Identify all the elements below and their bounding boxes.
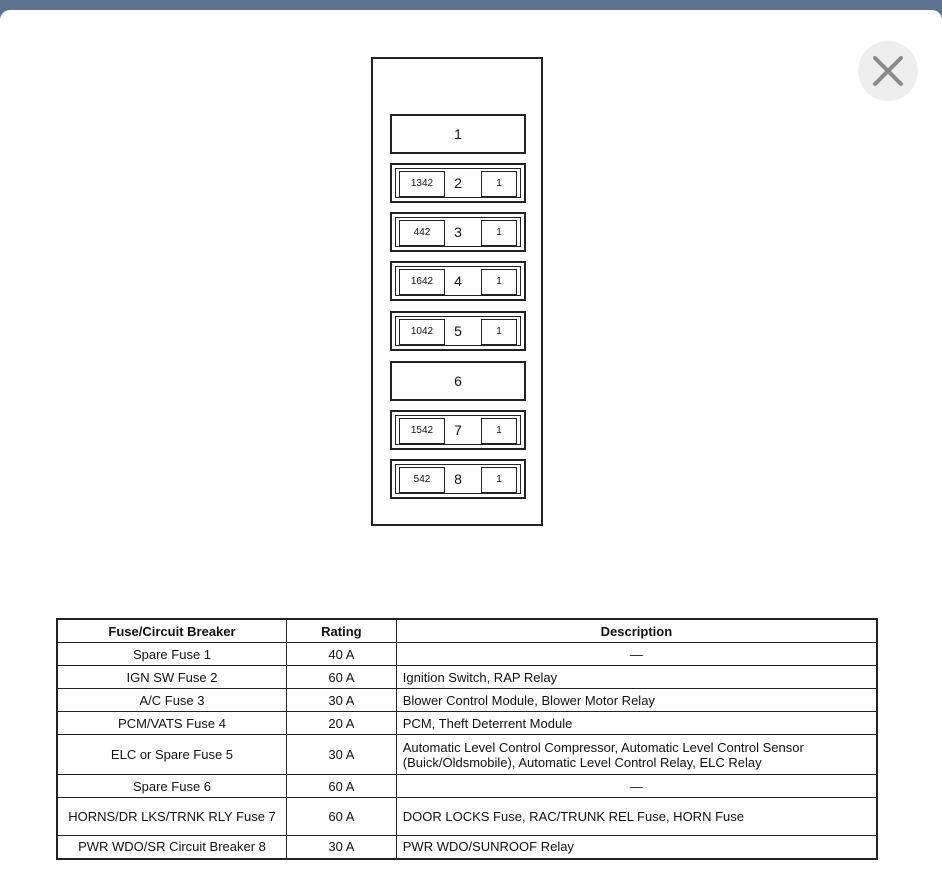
table-header-row: Fuse/Circuit Breaker Rating Description [56, 618, 878, 643]
rating-cell: 30 A [285, 734, 397, 775]
description-cell: Blower Control Module, Blower Motor Rela… [395, 688, 878, 712]
slot-inner-frame [395, 266, 521, 296]
description-cell: PWR WDO/SUNROOF Relay [395, 835, 878, 859]
slot-inner-frame [395, 168, 521, 198]
fuse-name-cell: HORNS/DR LKS/TRNK RLY Fuse 7 [56, 797, 287, 836]
fuse-box-diagram: 1 1342 2 1 442 3 1 1642 4 1 1042 5 1 6 [371, 57, 543, 526]
fuse-slot-8: 542 8 1 [390, 459, 526, 499]
fuse-slot-5: 1042 5 1 [390, 311, 526, 351]
slot-inner-frame [395, 464, 521, 494]
fuse-count-label: 1 [481, 220, 517, 246]
slot-number: 2 [454, 175, 462, 191]
slot-number: 6 [454, 373, 462, 389]
rating-cell: 60 A [285, 665, 397, 689]
rating-cell: 40 A [285, 642, 397, 666]
image-viewer-modal: 1 1342 2 1 442 3 1 1642 4 1 1042 5 1 6 [0, 10, 942, 884]
fuse-slot-7: 1542 7 1 [390, 410, 526, 450]
slot-inner-frame [395, 415, 521, 445]
column-header: Description [395, 618, 878, 643]
slot-number: 1 [454, 126, 462, 142]
slot-number: 7 [454, 422, 462, 438]
table-row: Spare Fuse 6 60 A — [56, 774, 878, 798]
fuse-slot-4: 1642 4 1 [390, 261, 526, 301]
fuse-slot-3: 442 3 1 [390, 212, 526, 252]
slot-number: 4 [454, 273, 462, 289]
fuse-part-label: 542 [399, 467, 445, 493]
fuse-slot-1: 1 [390, 114, 526, 154]
rating-cell: 30 A [285, 688, 397, 712]
fuse-count-label: 1 [481, 269, 517, 295]
slot-number: 8 [454, 471, 462, 487]
description-cell: — [395, 774, 878, 798]
description-cell: Ignition Switch, RAP Relay [395, 665, 878, 689]
fuse-name-cell: A/C Fuse 3 [56, 688, 287, 712]
rating-cell: 20 A [285, 711, 397, 735]
fuse-count-label: 1 [481, 319, 517, 345]
slot-number: 5 [454, 323, 462, 339]
column-header: Rating [285, 618, 397, 643]
description-cell: — [395, 642, 878, 666]
table-row: PWR WDO/SR Circuit Breaker 8 30 A PWR WD… [56, 835, 878, 859]
description-cell: DOOR LOCKS Fuse, RAC/TRUNK REL Fuse, HOR… [395, 797, 878, 836]
fuse-part-label: 1042 [399, 319, 445, 345]
fuse-part-label: 442 [399, 220, 445, 246]
table-row: Spare Fuse 1 40 A — [56, 642, 878, 666]
fuse-slot-2: 1342 2 1 [390, 163, 526, 203]
fuse-name-cell: PCM/VATS Fuse 4 [56, 711, 287, 735]
fuse-table: Fuse/Circuit Breaker Rating Description … [56, 618, 878, 860]
fuse-part-label: 1342 [399, 171, 445, 197]
column-header: Fuse/Circuit Breaker [56, 618, 287, 643]
fuse-name-cell: Spare Fuse 6 [56, 774, 287, 798]
fuse-slot-6: 6 [390, 361, 526, 401]
table-row: IGN SW Fuse 2 60 A Ignition Switch, RAP … [56, 665, 878, 689]
rating-cell: 30 A [285, 835, 397, 859]
description-cell: PCM, Theft Deterrent Module [395, 711, 878, 735]
table-row: A/C Fuse 3 30 A Blower Control Module, B… [56, 688, 878, 712]
fuse-part-label: 1542 [399, 418, 445, 444]
fuse-count-label: 1 [481, 467, 517, 493]
table-row: ELC or Spare Fuse 5 30 A Automatic Level… [56, 734, 878, 775]
close-icon [873, 56, 903, 86]
fuse-name-cell: Spare Fuse 1 [56, 642, 287, 666]
rating-cell: 60 A [285, 774, 397, 798]
fuse-part-label: 1642 [399, 269, 445, 295]
slot-inner-frame [395, 316, 521, 346]
slot-number: 3 [454, 224, 462, 240]
rating-cell: 60 A [285, 797, 397, 836]
fuse-name-cell: IGN SW Fuse 2 [56, 665, 287, 689]
description-cell: Automatic Level Control Compressor, Auto… [395, 734, 878, 775]
table-row: HORNS/DR LKS/TRNK RLY Fuse 7 60 A DOOR L… [56, 797, 878, 836]
close-button[interactable] [858, 41, 918, 101]
slot-inner-frame [395, 217, 521, 247]
fuse-name-cell: ELC or Spare Fuse 5 [56, 734, 287, 775]
table-row: PCM/VATS Fuse 4 20 A PCM, Theft Deterren… [56, 711, 878, 735]
fuse-name-cell: PWR WDO/SR Circuit Breaker 8 [56, 835, 287, 859]
fuse-count-label: 1 [481, 171, 517, 197]
fuse-count-label: 1 [481, 418, 517, 444]
